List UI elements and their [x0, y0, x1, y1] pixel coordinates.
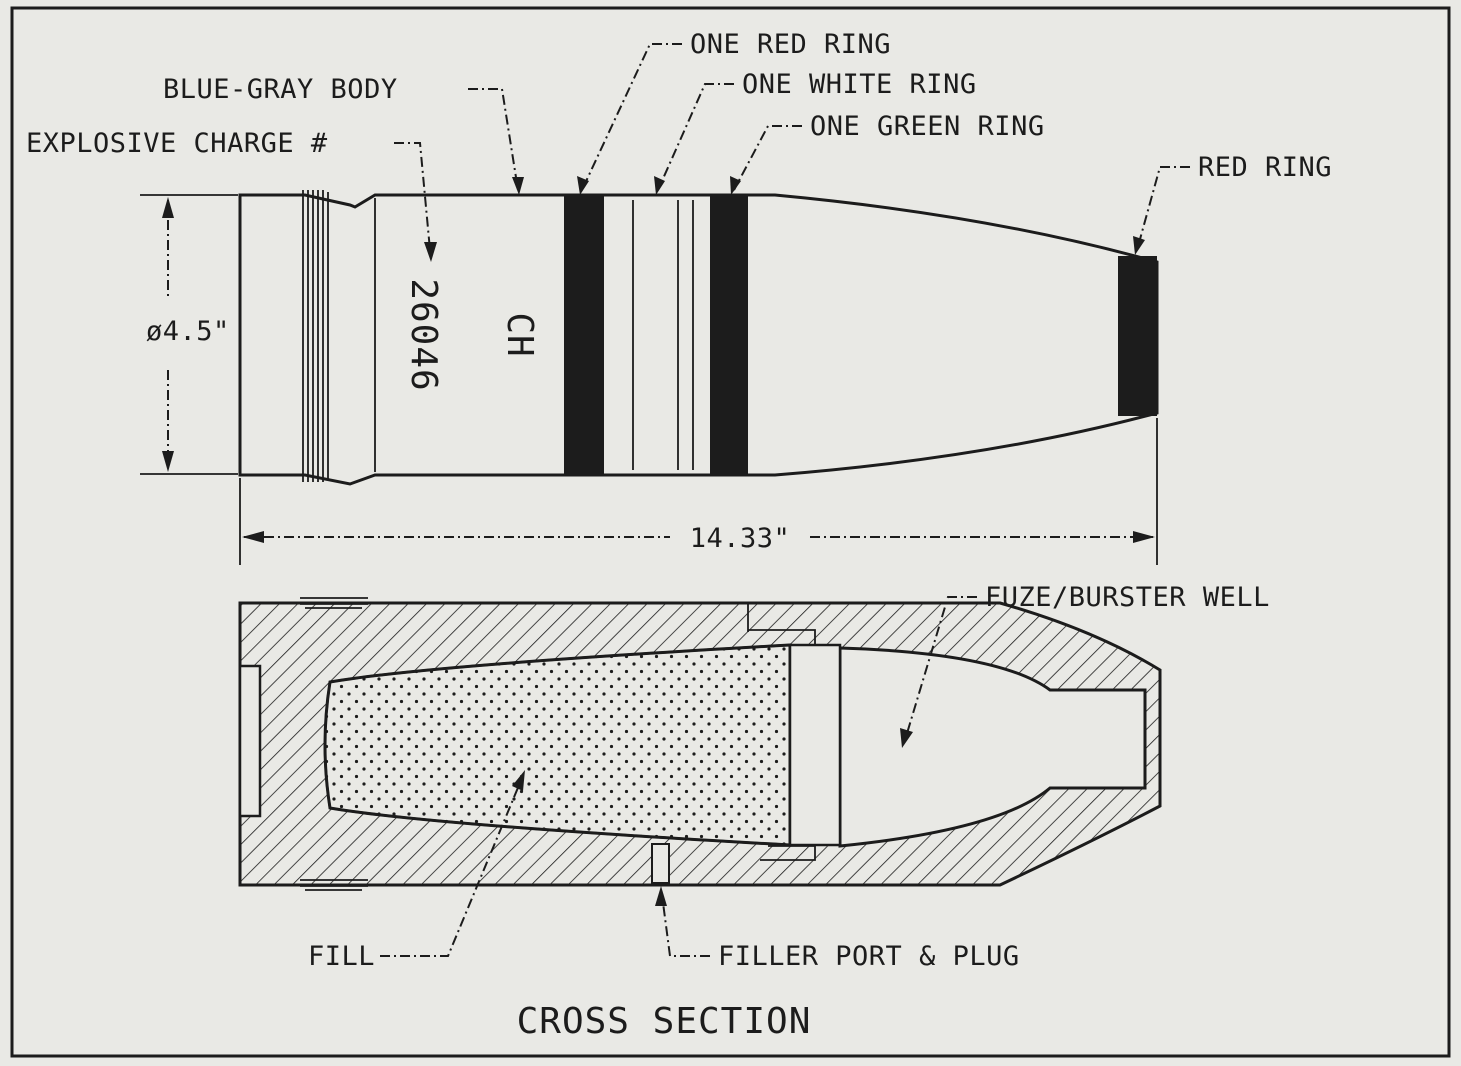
blue-gray-body-label: BLUE-GRAY BODY [163, 74, 398, 105]
callout-fill: FILL [308, 770, 525, 972]
diameter-dimension: ø4.5" [140, 194, 238, 475]
callout-fuze-burster-well: FUZE/BURSTER WELL [900, 582, 1270, 748]
one-green-ring-band [710, 196, 748, 474]
marking-lot-number: 26046 [403, 278, 444, 391]
callout-filler-port: FILLER PORT & PLUG [655, 886, 1020, 972]
callout-one-red-ring: ONE RED RING [577, 29, 891, 195]
cross-section-view: FUZE/BURSTER WELL FILL FILLER PORT & PLU… [238, 582, 1270, 1042]
filler-port-plug-label: FILLER PORT & PLUG [718, 941, 1020, 972]
red-ring-label: RED RING [1198, 152, 1332, 183]
side-view: 26046 CH ø4.5" 14.33" ONE RED RING [26, 29, 1332, 565]
marking-agent-code: CH [499, 312, 540, 357]
shell-outline [238, 193, 1159, 486]
fill-section [323, 643, 792, 847]
diameter-label: ø4.5" [146, 316, 230, 347]
thread-detail-top [300, 597, 368, 609]
frame-border [10, 6, 1451, 1058]
one-white-ring-label: ONE WHITE RING [742, 69, 977, 100]
callout-blue-gray-body: BLUE-GRAY BODY [163, 74, 524, 195]
one-red-ring-label: ONE RED RING [690, 29, 891, 60]
fill-label: FILL [308, 941, 375, 972]
cross-section-caption: CROSS SECTION [517, 1001, 812, 1042]
callout-one-white-ring: ONE WHITE RING [654, 69, 977, 195]
explosive-charge-label: EXPLOSIVE CHARGE # [26, 128, 328, 159]
length-dimension: 14.33" [239, 418, 1158, 565]
length-label: 14.33" [690, 523, 791, 554]
burster-well-flange [788, 643, 842, 847]
rotating-band [302, 190, 329, 482]
filler-port-plug [651, 843, 670, 884]
callout-explosive-charge: EXPLOSIVE CHARGE # [26, 128, 437, 262]
one-green-ring-label: ONE GREEN RING [810, 111, 1045, 142]
fuze-burster-well-label: FUZE/BURSTER WELL [985, 582, 1270, 613]
red-ring-band [1118, 256, 1157, 416]
base-cavity [238, 664, 262, 818]
one-red-ring-band [564, 196, 604, 474]
thread-detail-bottom [300, 879, 368, 891]
callout-red-ring: RED RING [1133, 152, 1332, 255]
callout-one-green-ring: ONE GREEN RING [730, 111, 1045, 195]
